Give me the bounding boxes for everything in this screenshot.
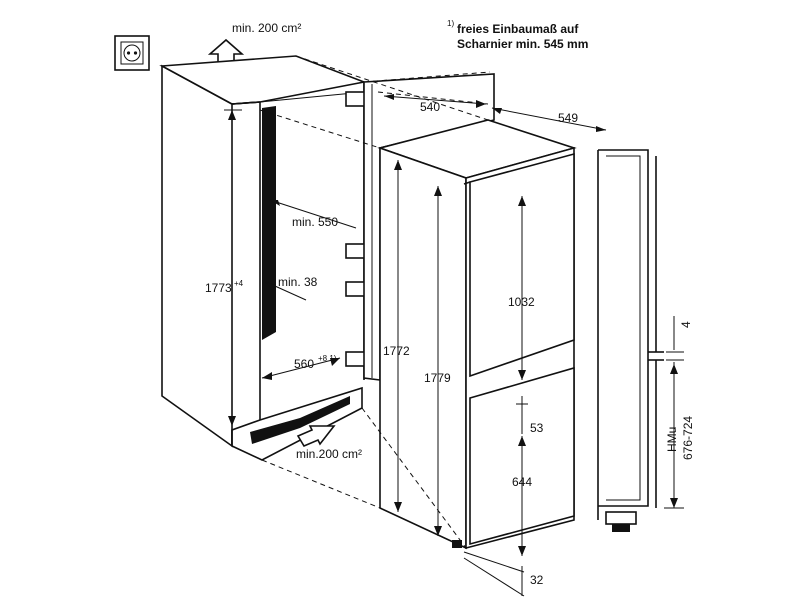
depth-549-label: 549 xyxy=(558,111,578,125)
dim-min-550 xyxy=(269,199,357,229)
dim-min-38 xyxy=(265,281,307,301)
dim-1779 xyxy=(434,186,442,536)
door-644-label: 644 xyxy=(512,475,532,489)
dim-4 xyxy=(666,316,684,372)
width-540-label: 540 xyxy=(420,100,440,114)
offset-32-label: 32 xyxy=(530,573,544,587)
dim-32 xyxy=(463,551,525,597)
door-1032-label: 1032 xyxy=(508,295,535,309)
hmu-label-2: 676-724 xyxy=(681,416,695,460)
note-line-2: Scharnier min. 545 mm xyxy=(457,37,588,51)
dim-53 xyxy=(516,396,528,434)
airflow-in-arrow-icon xyxy=(296,425,336,448)
dim-1772 xyxy=(394,160,402,512)
width-560-sup: +8 1) xyxy=(318,354,337,363)
height-1779-label: 1779 xyxy=(424,371,451,385)
vent-top-label: min. 200 cm² xyxy=(232,21,301,35)
hmu-label-1: HMu xyxy=(665,427,679,452)
power-outlet-icon xyxy=(114,35,150,71)
side-profile xyxy=(597,149,664,532)
vent-bottom-label: min.200 cm² xyxy=(296,447,362,461)
hinge-mid-1 xyxy=(345,243,367,259)
min-550-label: min. 550 xyxy=(292,215,338,229)
dim-644 xyxy=(518,436,526,556)
dim-hmu xyxy=(664,364,684,509)
hinge-bottom xyxy=(345,351,367,367)
dim-549 xyxy=(491,107,607,132)
hinge-top xyxy=(345,91,367,107)
dim-540 xyxy=(383,94,487,108)
dim-560 xyxy=(261,357,341,380)
min-38-label: min. 38 xyxy=(278,275,318,289)
width-560-label: 560 xyxy=(294,357,314,371)
gap-4-label: 4 xyxy=(679,321,693,328)
dim-1773 xyxy=(224,109,242,426)
height-1772-label: 1772 xyxy=(383,344,410,358)
hinges xyxy=(345,91,367,367)
dim-1032 xyxy=(518,196,526,380)
height-1773-label: 1773 xyxy=(205,281,232,295)
gap-53-label: 53 xyxy=(530,421,544,435)
installation-note: 1) freies Einbaumaß auf Scharnier min. 5… xyxy=(447,19,588,51)
alignment-lines xyxy=(259,55,491,549)
note-line-1: freies Einbaumaß auf xyxy=(457,22,579,36)
fridge-appliance xyxy=(377,119,577,550)
cabinet-niche xyxy=(159,55,367,461)
note-marker: 1) xyxy=(447,19,454,28)
height-1773-sup: +4 xyxy=(234,279,244,288)
hinge-mid-2 xyxy=(345,281,367,297)
